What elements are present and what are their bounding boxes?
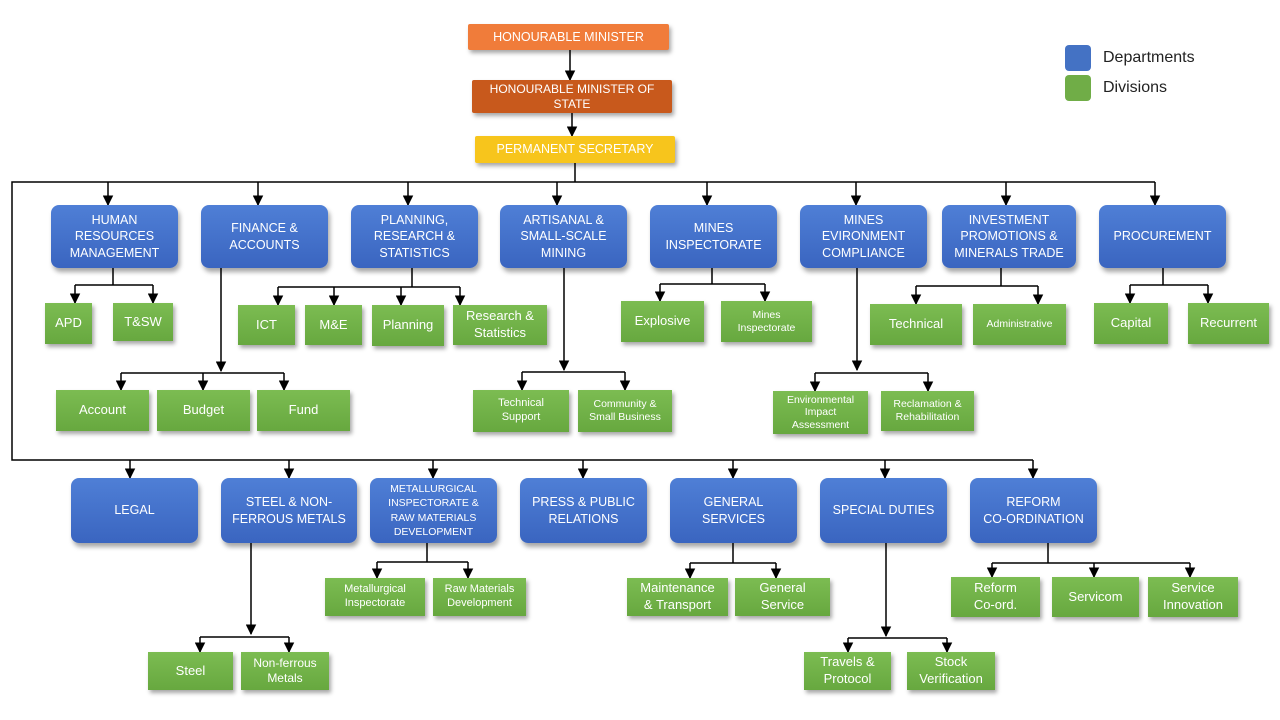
dept-metallurgical-inspectorate: METALLURGICAL INSPECTORATE & RAW MATERIA… xyxy=(370,478,497,543)
legend-divisions: Divisions xyxy=(1065,75,1167,101)
division-technical: Technical xyxy=(870,304,962,345)
division-administrative: Administrative xyxy=(973,304,1066,345)
division-maintenance-transport: Maintenance & Transport xyxy=(627,578,728,616)
division-servicom: Servicom xyxy=(1052,577,1139,617)
division-fund: Fund xyxy=(257,390,350,431)
division-apd: APD xyxy=(45,303,92,344)
division-raw-materials-development: Raw Materials Development xyxy=(433,578,526,616)
dept-mines-environment: MINES EVIRONMENT COMPLIANCE xyxy=(800,205,927,268)
division-technical-support: Technical Support xyxy=(473,390,569,432)
division-reform-coord: Reform Co-ord. xyxy=(951,577,1040,617)
division-recurrent: Recurrent xyxy=(1188,303,1269,344)
dept-planning-research: PLANNING, RESEARCH & STATISTICS xyxy=(351,205,478,268)
division-stock-verification: Stock Verification xyxy=(907,652,995,690)
division-ict: ICT xyxy=(238,305,295,345)
legend-departments: Departments xyxy=(1065,45,1195,71)
division-environmental-impact: Environmental Impact Assessment xyxy=(773,391,868,434)
dept-steel-nonferrous: STEEL & NON- FERROUS METALS xyxy=(221,478,357,543)
legend-divisions-swatch xyxy=(1065,75,1091,101)
division-me: M&E xyxy=(305,305,362,345)
dept-legal: LEGAL xyxy=(71,478,198,543)
dept-press-public-relations: PRESS & PUBLIC RELATIONS xyxy=(520,478,647,543)
dept-special-duties: SPECIAL DUTIES xyxy=(820,478,947,543)
dept-artisanal-mining: ARTISANAL & SMALL-SCALE MINING xyxy=(500,205,627,268)
legend-divisions-label: Divisions xyxy=(1103,79,1168,96)
division-capital: Capital xyxy=(1094,303,1168,344)
minister-of-state-box: HONOURABLE MINISTER OF STATE xyxy=(472,80,672,113)
permanent-secretary-box: PERMANENT SECRETARY xyxy=(475,136,675,163)
division-general-service: General Service xyxy=(735,578,830,616)
dept-general-services: GENERAL SERVICES xyxy=(670,478,797,543)
division-travels-protocol: Travels & Protocol xyxy=(804,652,891,690)
division-planning: Planning xyxy=(372,305,444,346)
division-service-innovation: Service Innovation xyxy=(1148,577,1238,617)
division-explosive: Explosive xyxy=(621,301,704,342)
division-tsw: T&SW xyxy=(113,303,173,341)
minister-box: HONOURABLE MINISTER xyxy=(468,24,669,50)
dept-human-resources: HUMAN RESOURCES MANAGEMENT xyxy=(51,205,178,268)
dept-mines-inspectorate: MINES INSPECTORATE xyxy=(650,205,777,268)
division-metallurgical-inspectorate: Metallurgical Inspectorate xyxy=(325,578,425,616)
division-budget: Budget xyxy=(157,390,250,431)
division-steel: Steel xyxy=(148,652,233,690)
legend-departments-swatch xyxy=(1065,45,1091,71)
dept-procurement: PROCUREMENT xyxy=(1099,205,1226,268)
dept-investment-promotions: INVESTMENT PROMOTIONS & MINERALS TRADE xyxy=(942,205,1076,268)
dept-finance-accounts: FINANCE & ACCOUNTS xyxy=(201,205,328,268)
division-account: Account xyxy=(56,390,149,431)
division-nonferrous-metals: Non-ferrous Metals xyxy=(241,652,329,690)
division-community-small-business: Community & Small Business xyxy=(578,390,672,432)
division-reclamation-rehabilitation: Reclamation & Rehabilitation xyxy=(881,391,974,431)
legend-departments-label: Departments xyxy=(1103,49,1195,66)
division-mines-inspectorate: Mines Inspectorate xyxy=(721,301,812,342)
dept-reform-coordination: REFORM CO-ORDINATION xyxy=(970,478,1097,543)
division-research-statistics: Research & Statistics xyxy=(453,305,547,345)
